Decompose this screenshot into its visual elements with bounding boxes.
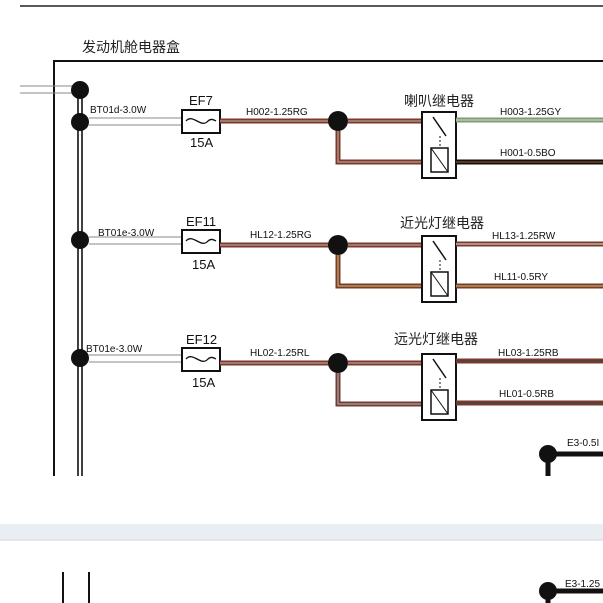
out-wire-top-label: HL03-1.25RB — [498, 348, 559, 359]
relay-switch-contact — [432, 240, 447, 261]
feed-junction — [328, 353, 348, 373]
bus-junction — [71, 113, 89, 131]
branch-to-coil — [335, 255, 424, 289]
fuse-element — [185, 356, 217, 362]
feed-junction — [328, 111, 348, 131]
relay-coil-diag — [430, 147, 449, 173]
enclosure-outline — [53, 60, 603, 476]
supply-wire-label: BT01d-3.0W — [90, 105, 147, 116]
relay-name: 喇叭继电器 — [404, 94, 474, 110]
feed-wire-label: HL02-1.25RL — [250, 348, 310, 359]
out-wire-bottom-label: HL11-0.5RY — [494, 272, 548, 283]
out-wire-top-label: H003-1.25GY — [500, 107, 561, 118]
fuse-box — [181, 347, 221, 372]
relay-switch-contact — [432, 116, 447, 137]
relay-coil-diag — [430, 389, 449, 415]
e3-label-upper: E3-0.5I — [567, 438, 599, 449]
fuse-element — [185, 238, 217, 244]
supply-wire-label: BT01e-3.0W — [86, 344, 143, 355]
branch-to-coil-stripe — [337, 255, 424, 287]
feed-wire-label: H002-1.25RG — [246, 107, 308, 118]
fuse-element — [185, 118, 217, 124]
fuse-box — [181, 109, 221, 134]
e3-junction-upper — [539, 445, 557, 463]
fuse-name: EF7 — [189, 93, 213, 108]
e3-junction-lower — [539, 582, 557, 600]
box-title: 发动机舱电器盒 — [82, 39, 180, 56]
out-wire-top-label: HL13-1.25RW — [492, 231, 556, 242]
e3-wire-upper: E3-0.5I — [539, 438, 603, 476]
fuse-rating: 15A — [190, 135, 213, 150]
out-wire-bottom-label: HL01-0.5RB — [499, 389, 554, 400]
feed-junction — [328, 235, 348, 255]
branch-to-coil-stripe — [337, 131, 424, 163]
circuit-horn: BT01d-3.0W EF7 15A H002-1.25RG 喇叭继电器 H00… — [71, 93, 603, 179]
fuse-rating: 15A — [192, 257, 215, 272]
branch-to-coil — [335, 131, 424, 165]
circuit-low-beam: BT01e-3.0W EF11 15A HL12-1.25RG 近光灯继电器 H… — [71, 214, 603, 303]
fuse-box — [181, 229, 221, 254]
out-wire-bottom-label: H001-0.5BO — [500, 148, 556, 159]
bus-junction — [71, 231, 89, 249]
e3-wire-lower: E3-1.25 — [539, 579, 603, 603]
supply-wire-label: BT01e-3.0W — [98, 228, 155, 239]
relay-name: 远光灯继电器 — [394, 332, 478, 348]
circuit-high-beam: BT01e-3.0W EF12 15A HL02-1.25RL 远光灯继电器 H… — [71, 332, 603, 421]
relay-coil-diag — [430, 271, 449, 297]
branch-to-coil — [335, 373, 424, 407]
bus-junction — [71, 349, 89, 367]
relay-name: 近光灯继电器 — [400, 216, 484, 232]
fuse-rating: 15A — [192, 375, 215, 390]
fuse-name: EF12 — [186, 332, 217, 347]
page-divider-band — [0, 524, 603, 540]
branch-to-coil-stripe — [337, 373, 424, 405]
relay-switch-contact — [432, 358, 447, 379]
e3-label-lower: E3-1.25 — [565, 579, 600, 590]
fuse-name: EF11 — [186, 214, 216, 229]
feed-wire-label: HL12-1.25RG — [250, 230, 312, 241]
bus-junction-top — [71, 81, 89, 99]
